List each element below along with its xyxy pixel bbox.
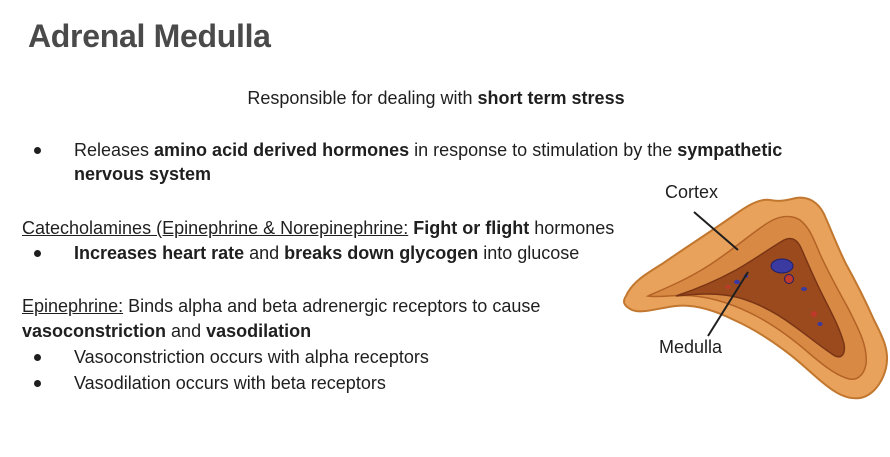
subtitle-bold: short term stress — [477, 88, 625, 108]
medulla-region — [675, 237, 846, 358]
slide-subtitle: Responsible for dealing with short term … — [0, 86, 872, 110]
label-cortex: Cortex — [665, 182, 719, 202]
blood-vessel — [811, 311, 817, 317]
epinephrine-heading: Epinephrine: Binds alpha and beta adrene… — [22, 296, 541, 316]
blood-vessel — [801, 287, 807, 291]
bullet-hormones-line1: Releases amino acid derived hormones in … — [74, 140, 783, 160]
blood-vessel — [770, 258, 794, 274]
medulla-leader-line — [707, 271, 749, 337]
slide-title: Adrenal Medulla — [28, 18, 271, 54]
blood-vessel — [725, 285, 731, 289]
blood-vessel — [784, 274, 794, 284]
bullet-dot — [34, 147, 41, 154]
bullet-dot — [34, 354, 41, 361]
subtitle-text: Responsible for dealing with — [247, 88, 478, 108]
cortex-leader-line — [693, 211, 739, 251]
label-medulla: Medulla — [659, 337, 723, 357]
adrenal-gland-icon — [623, 196, 888, 400]
adrenal-gland-illustration — [623, 196, 888, 400]
catecholamines-heading: Catecholamines (Epinephrine & Norepineph… — [22, 218, 615, 238]
epinephrine-line2: vasoconstriction and vasodilation — [22, 321, 312, 341]
bullet-hormones-line2: nervous system — [74, 164, 212, 184]
bullet-dot — [34, 380, 41, 387]
blood-vessel — [734, 279, 740, 285]
blood-vessel — [817, 322, 823, 326]
bullet-dot — [34, 250, 41, 257]
